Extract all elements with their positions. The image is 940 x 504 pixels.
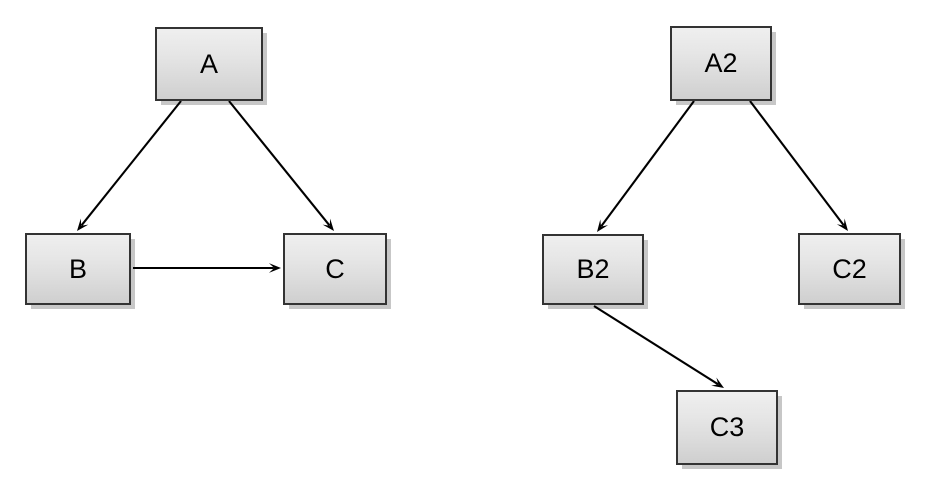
- arrowhead: [322, 218, 334, 231]
- edge-line: [749, 100, 845, 226]
- node-b2[interactable]: B2: [542, 234, 644, 305]
- node-label: A2: [704, 48, 738, 78]
- node-a[interactable]: A: [155, 27, 263, 101]
- node-b[interactable]: B: [25, 233, 131, 305]
- arrowhead: [268, 263, 281, 273]
- edge-b2-to-c3: [593, 305, 724, 388]
- node-c[interactable]: C: [283, 233, 387, 305]
- arrowhead: [836, 218, 848, 231]
- node-label: B2: [576, 254, 610, 284]
- edge-line: [593, 305, 719, 386]
- edge-line: [80, 100, 182, 227]
- edge-line: [600, 100, 695, 227]
- node-c3[interactable]: C3: [676, 390, 778, 465]
- edge-b-to-c: [133, 263, 281, 273]
- edge-a-to-c: [228, 100, 334, 231]
- arrowhead: [711, 377, 724, 388]
- node-a2[interactable]: A2: [670, 26, 772, 101]
- edge-a2-to-b2: [597, 100, 695, 232]
- node-label: B: [68, 253, 87, 284]
- node-label: C2: [832, 253, 867, 284]
- edge-line: [228, 100, 331, 227]
- node-label: A: [199, 48, 218, 79]
- node-c2[interactable]: C2: [798, 233, 901, 305]
- edge-a2-to-c2: [749, 100, 848, 231]
- edge-a-to-b: [77, 100, 182, 231]
- arrowhead: [597, 219, 609, 232]
- node-label: C3: [709, 412, 745, 442]
- node-label: C: [325, 253, 345, 284]
- arrowhead: [77, 218, 89, 231]
